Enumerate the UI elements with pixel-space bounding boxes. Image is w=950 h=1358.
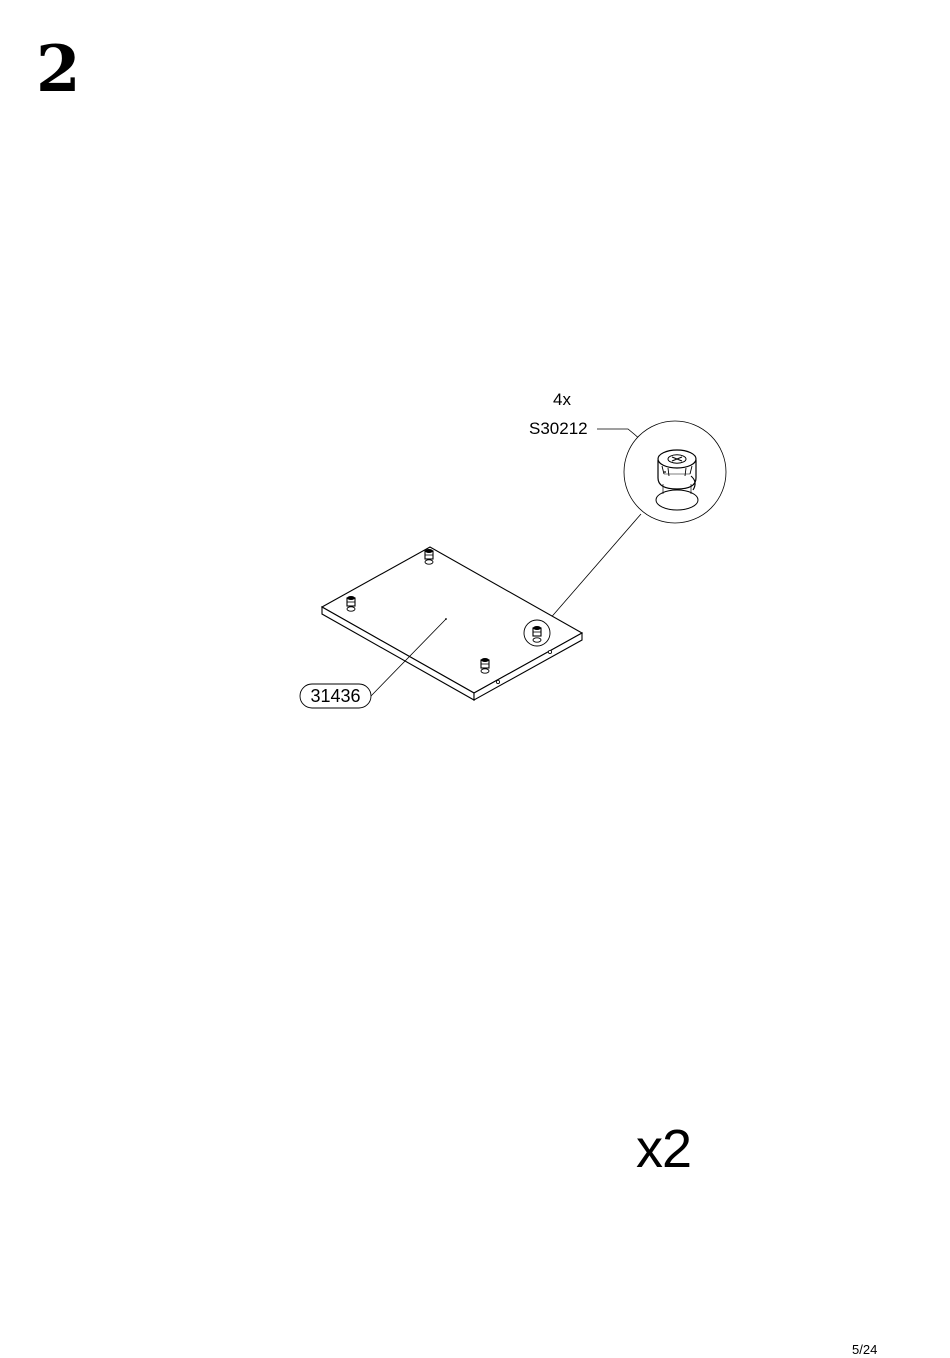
hardware-part-code-label: S30212 [529,419,588,438]
detail-leader-line [548,514,641,621]
cam-fitting-back [425,549,433,564]
panel-part-label: 31436 [300,684,371,708]
cam-lock-fitting-icon [656,450,698,510]
panel-board-icon [322,547,582,700]
page-number: 5/24 [852,1343,877,1356]
hardware-quantity-label: 4x [553,390,571,409]
panel-part-code: 31436 [310,686,360,706]
quantity-multiplier: x2 [636,1122,691,1176]
cam-fitting-front [481,658,489,673]
cam-fitting-left [347,596,355,611]
cam-lock-detail [624,421,726,523]
